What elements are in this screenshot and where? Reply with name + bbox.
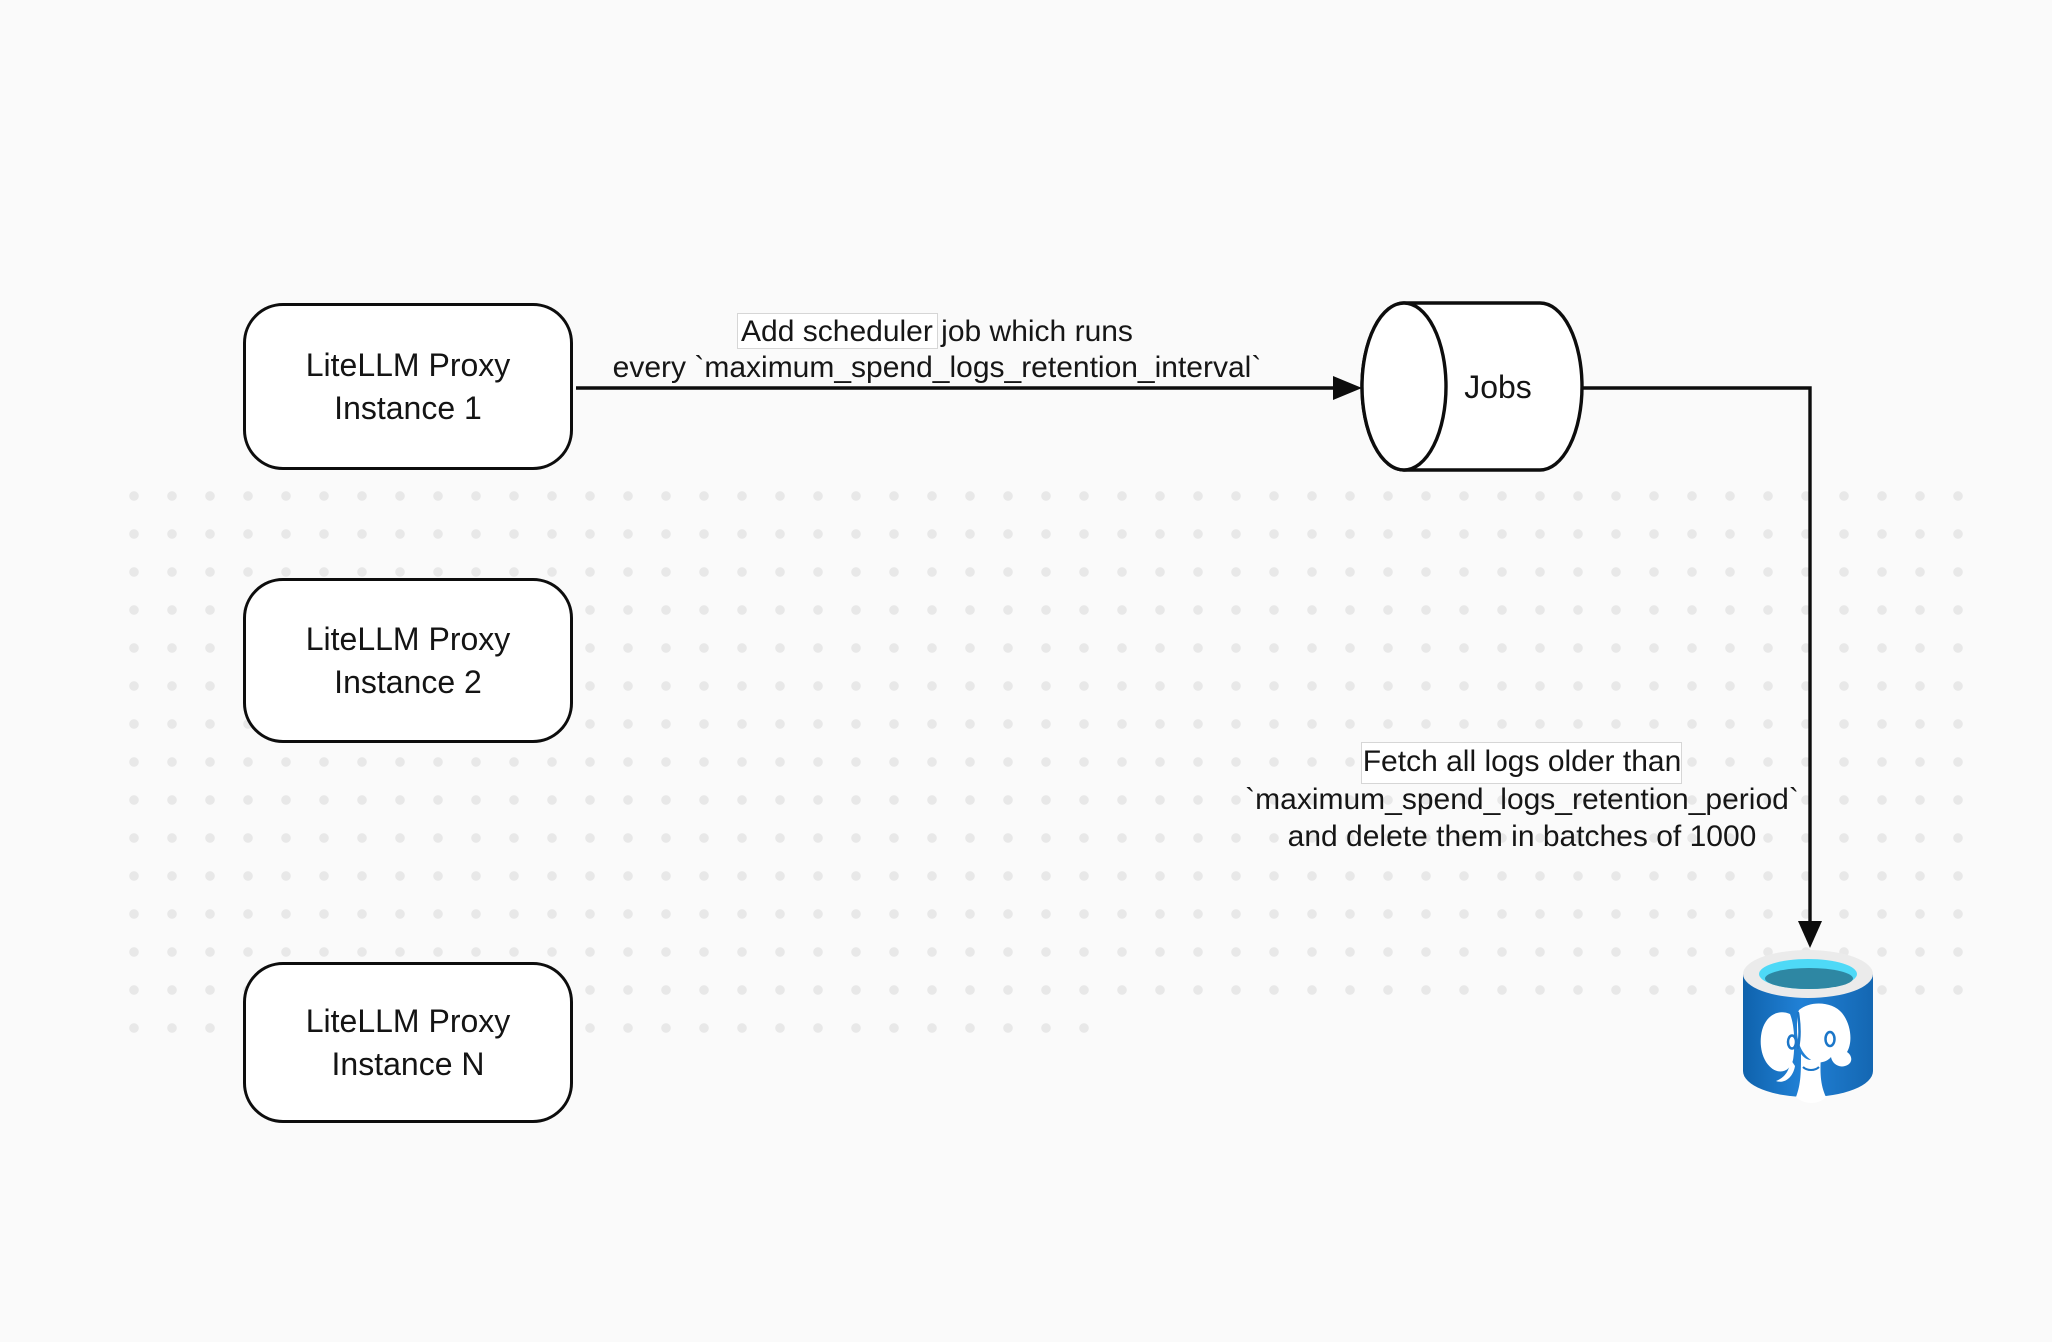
node-litellm-proxy-instance-n: LiteLLM Proxy Instance N <box>243 962 573 1123</box>
arrowhead-right-icon <box>1333 376 1362 400</box>
postgresql-database-icon <box>1743 950 1873 1103</box>
node-litellm-proxy-instance-1: LiteLLM Proxy Instance 1 <box>243 303 573 470</box>
edge-label-cleanup: Fetch all logs older than `maximum_spend… <box>1245 745 1799 853</box>
node-jobs-label: Jobs <box>1464 369 1532 405</box>
jobs-queue-shape <box>1360 301 1584 472</box>
edge-cleanup-arrow <box>1582 386 1822 948</box>
edge-label-background <box>1361 742 1682 784</box>
postgres-elephant-logo <box>1760 1003 1852 1103</box>
edge-scheduler-arrow <box>576 376 1362 400</box>
node-litellm-proxy-instance-2: LiteLLM Proxy Instance 2 <box>243 578 573 743</box>
arrowhead-down-icon <box>1798 921 1822 948</box>
edge-label-background <box>737 313 938 349</box>
edge-label-scheduler: Add scheduler job which runs every `maxi… <box>612 315 1262 384</box>
